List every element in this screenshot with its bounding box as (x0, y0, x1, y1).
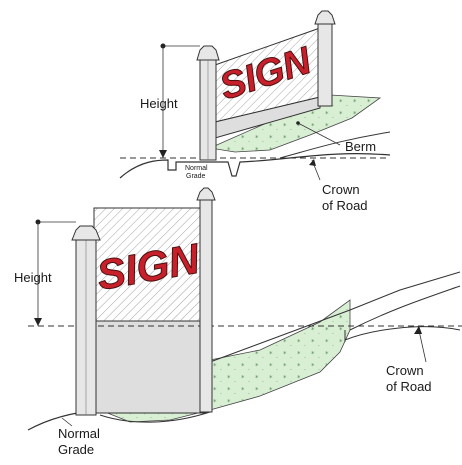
bottom-right-post-cap (196, 187, 216, 201)
top-left-post-cap (196, 45, 220, 61)
bottom-sign-panel (93, 207, 207, 322)
top-berm-leader (297, 122, 341, 146)
bottom-height-arrow (34, 318, 42, 326)
top-crown-line2: of Road (322, 198, 368, 213)
bottom-height-label: Height (14, 270, 52, 285)
top-height-label: Height (140, 96, 178, 111)
top-right-post-cap (314, 10, 336, 25)
bottom-crown-line1: Crown (386, 363, 424, 378)
bottom-crown-line2: of Road (386, 379, 432, 394)
bottom-ground-under (99, 411, 211, 423)
bottom-normal-grade-line1: Normal (58, 426, 100, 441)
top-berm-label: Berm (345, 139, 376, 154)
top-road-edge (279, 131, 391, 159)
bottom-normal-grade-line2: Grade (58, 442, 94, 457)
bottom-left-post-cap (71, 225, 101, 241)
top-height-arrow (159, 150, 167, 158)
bottom-road-crown (344, 326, 461, 341)
top-normal-grade-line1: Normal (185, 165, 208, 172)
bottom-sign-panel-lower (93, 320, 207, 414)
bottom-slope-mid (349, 285, 461, 331)
top-ground-profile (119, 153, 391, 179)
top-normal-grade-line2: Grade (186, 173, 206, 180)
bottom-slope-top (209, 271, 461, 363)
top-figure: SIGN Height Normal Grade Berm Crown of R… (119, 10, 391, 213)
bottom-figure: SIGN Height Normal Grade Crown of Road (14, 187, 462, 457)
bottom-right-post (199, 199, 213, 413)
top-berm-texture (210, 95, 380, 152)
top-right-post (317, 23, 333, 107)
top-crown-line1: Crown (322, 182, 360, 197)
